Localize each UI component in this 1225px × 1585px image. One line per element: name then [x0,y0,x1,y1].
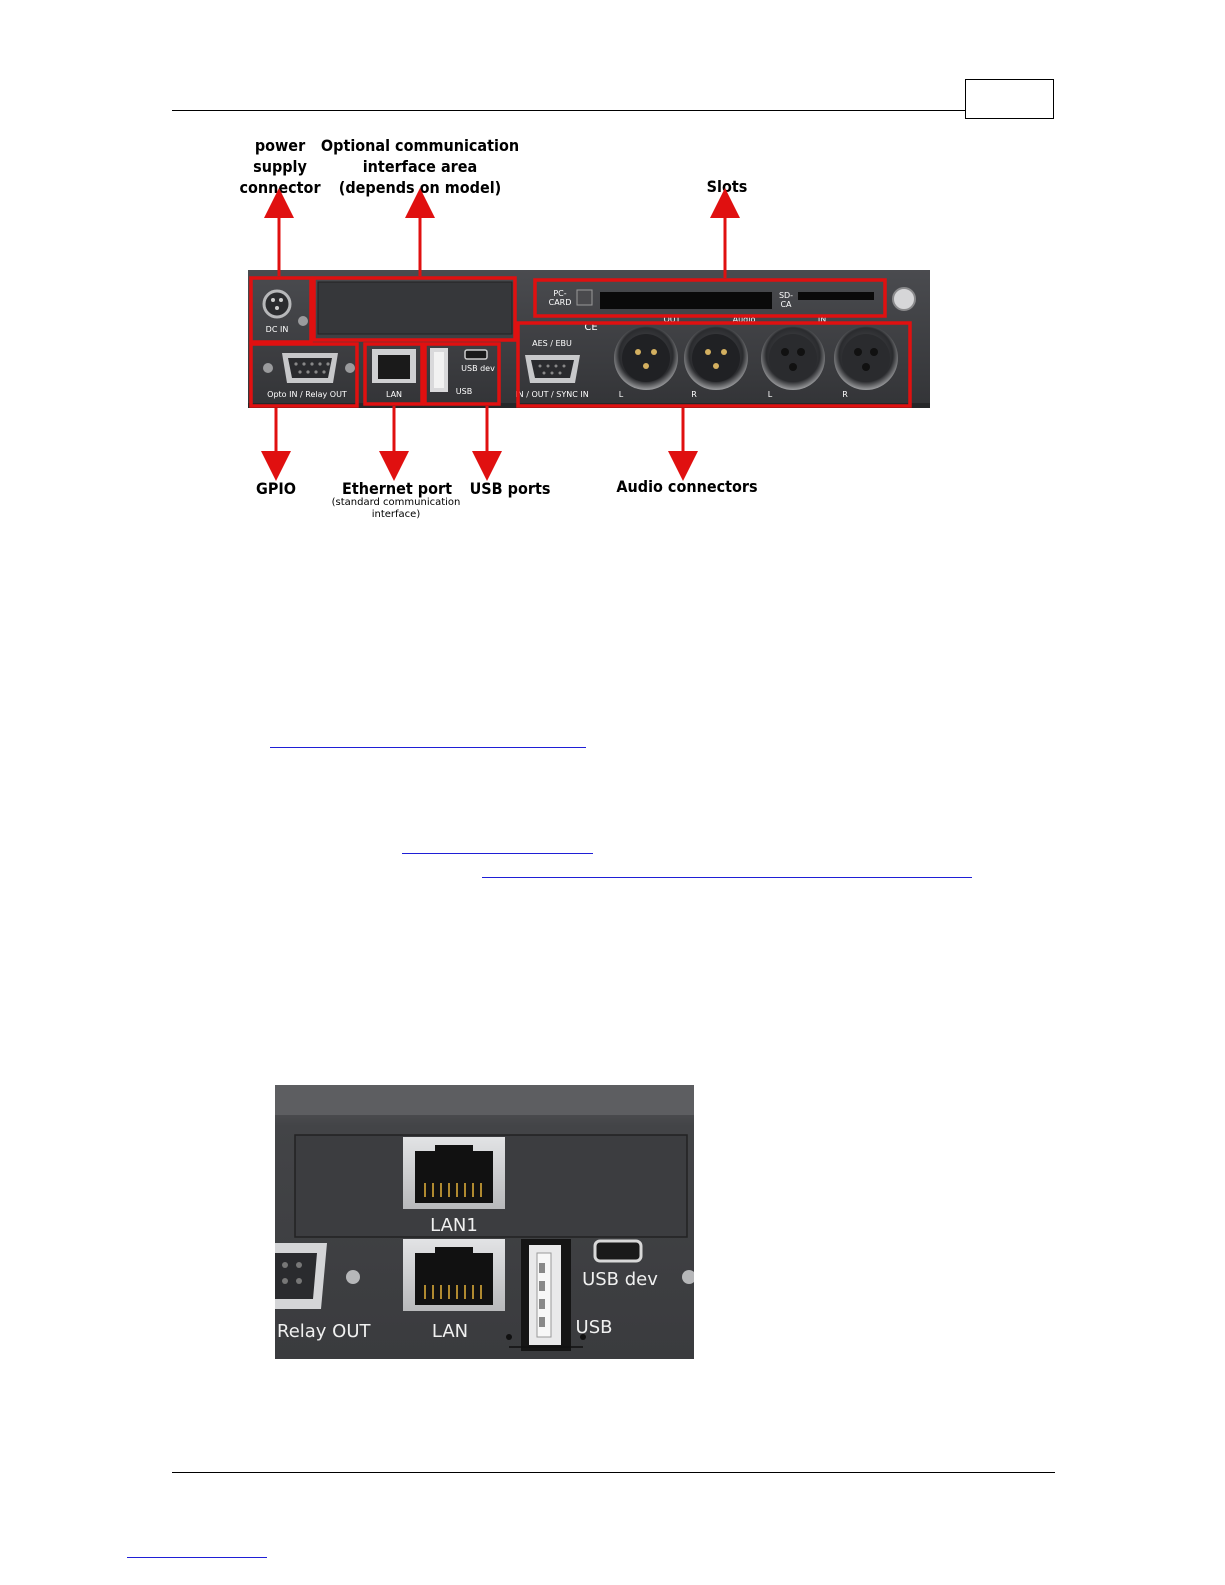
l-label: L [619,390,624,399]
r-label: R [842,390,848,399]
highlight-optional [312,276,517,342]
usb-dev-port [593,1239,643,1263]
callout-power-supply: power supply connector [239,136,321,197]
footer-link-underline[interactable] [127,1557,267,1558]
callout-optional-interface: Optional communication interface area (d… [320,136,520,197]
dc-in-connector [262,289,292,319]
lan-closeup-drawing: LAN1 LAN USB dev USB Relay OUT [275,1085,694,1359]
r-label: R [691,390,697,399]
usb-dev-label: USB dev [582,1269,658,1290]
screw [346,1270,360,1284]
lan1-label: LAN1 [430,1215,478,1236]
link-underline-3[interactable] [482,877,972,878]
usb-dev-label: USB dev [461,364,495,373]
rear-panel-drawing: DC IN PC-CARD SD-CA Opto IN / Relay OUT … [248,188,930,481]
rear-panel-figure: power supply connector Optional communic… [0,0,1225,540]
xlr-out-l [614,326,678,390]
relay-out-label: Relay OUT [277,1321,372,1342]
lan-label: LAN [386,390,402,399]
sd-card-label: SD-CA [779,291,793,309]
callout-ethernet: Ethernet port [342,479,452,498]
in-out-sync-label: IN / OUT / SYNC IN [515,390,588,399]
link-underline-2[interactable] [402,853,593,854]
footer-rule [172,1472,1055,1473]
usb-dev-port [464,349,488,360]
blank-plate [317,281,513,335]
pc-card-slot [600,292,772,309]
sd-card-slot [798,292,874,300]
lan-closeup-photo: LAN1 LAN USB dev USB Relay OUT [275,1085,694,1359]
xlr-in-r [834,326,898,390]
highlight-usb [423,342,501,406]
xlr-in-l [761,326,825,390]
link-underline-1[interactable] [270,747,586,748]
highlight-audio [516,321,912,408]
highlight-gpio [249,342,359,408]
dc-in-label: DC IN [266,325,289,334]
opto-relay-label: Opto IN / Relay OUT [267,390,347,399]
callout-audio-connectors: Audio connectors [616,477,758,496]
callout-ethernet-sub: (standard communication interface) [331,497,461,520]
header-rule [172,110,965,111]
thumb-screw [892,287,916,311]
out-label: OUT [663,315,680,324]
aes-ebu-label: AES / EBU [532,339,572,348]
in-label: IN [818,315,826,324]
page-number-box [965,79,1054,119]
screw [682,1270,694,1284]
callout-usb-ports: USB ports [469,479,551,498]
l-label: L [768,390,773,399]
ce-mark: CE [584,322,597,333]
highlight-ethernet [363,342,424,406]
pc-card-label: PC-CARD [549,289,572,307]
xlr-out-r [684,326,748,390]
audio-label: Audio [733,315,756,324]
usb-label: USB [576,1317,613,1338]
highlight-power [249,276,313,344]
usb-label: USB [456,387,472,396]
callout-gpio: GPIO [256,479,296,498]
eject-button [576,289,593,306]
screw [298,316,308,326]
lan-label: LAN [432,1321,468,1342]
highlight-slots [533,278,887,318]
